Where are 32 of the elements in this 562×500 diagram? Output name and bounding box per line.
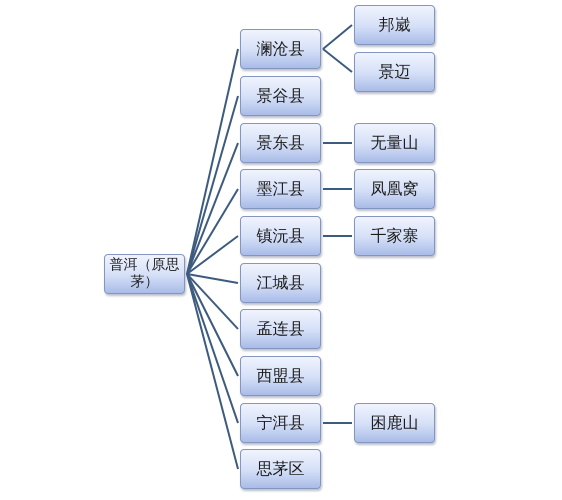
node-box: 孟连县 — [240, 309, 321, 349]
connector-line — [186, 274, 239, 424]
connector-line — [186, 96, 239, 274]
connector-line — [186, 235, 239, 275]
node-box: 景东县 — [240, 123, 321, 163]
connector-line — [186, 142, 239, 274]
node-box: 镇沅县 — [240, 216, 321, 256]
connector-line — [322, 48, 353, 73]
node-box: 江城县 — [240, 263, 321, 303]
node-box: 西盟县 — [240, 356, 321, 396]
node-box: 困鹿山 — [354, 403, 435, 443]
node-box: 景迈 — [354, 52, 435, 92]
node-box: 凤凰窝 — [354, 169, 435, 209]
node-box: 宁洱县 — [240, 403, 321, 443]
node-box: 思茅区 — [240, 449, 321, 489]
connector-line — [186, 274, 239, 376]
connector-line — [186, 273, 239, 330]
connector-line — [186, 48, 239, 274]
node-box: 景谷县 — [240, 76, 321, 116]
node-box: 墨江县 — [240, 169, 321, 209]
node-box: 千家寨 — [354, 216, 435, 256]
node-box: 无量山 — [354, 123, 435, 163]
connector-line — [186, 274, 239, 470]
node-box: 邦崴 — [354, 5, 435, 45]
node-box: 澜沧县 — [240, 29, 321, 69]
connector-line — [323, 422, 352, 424]
connector-line — [323, 142, 352, 144]
connector-line — [323, 235, 352, 237]
node-box: 普洱（原思茅） — [104, 254, 185, 294]
connector-line — [322, 24, 353, 50]
connector-line — [186, 273, 238, 284]
connector-line — [323, 188, 352, 190]
